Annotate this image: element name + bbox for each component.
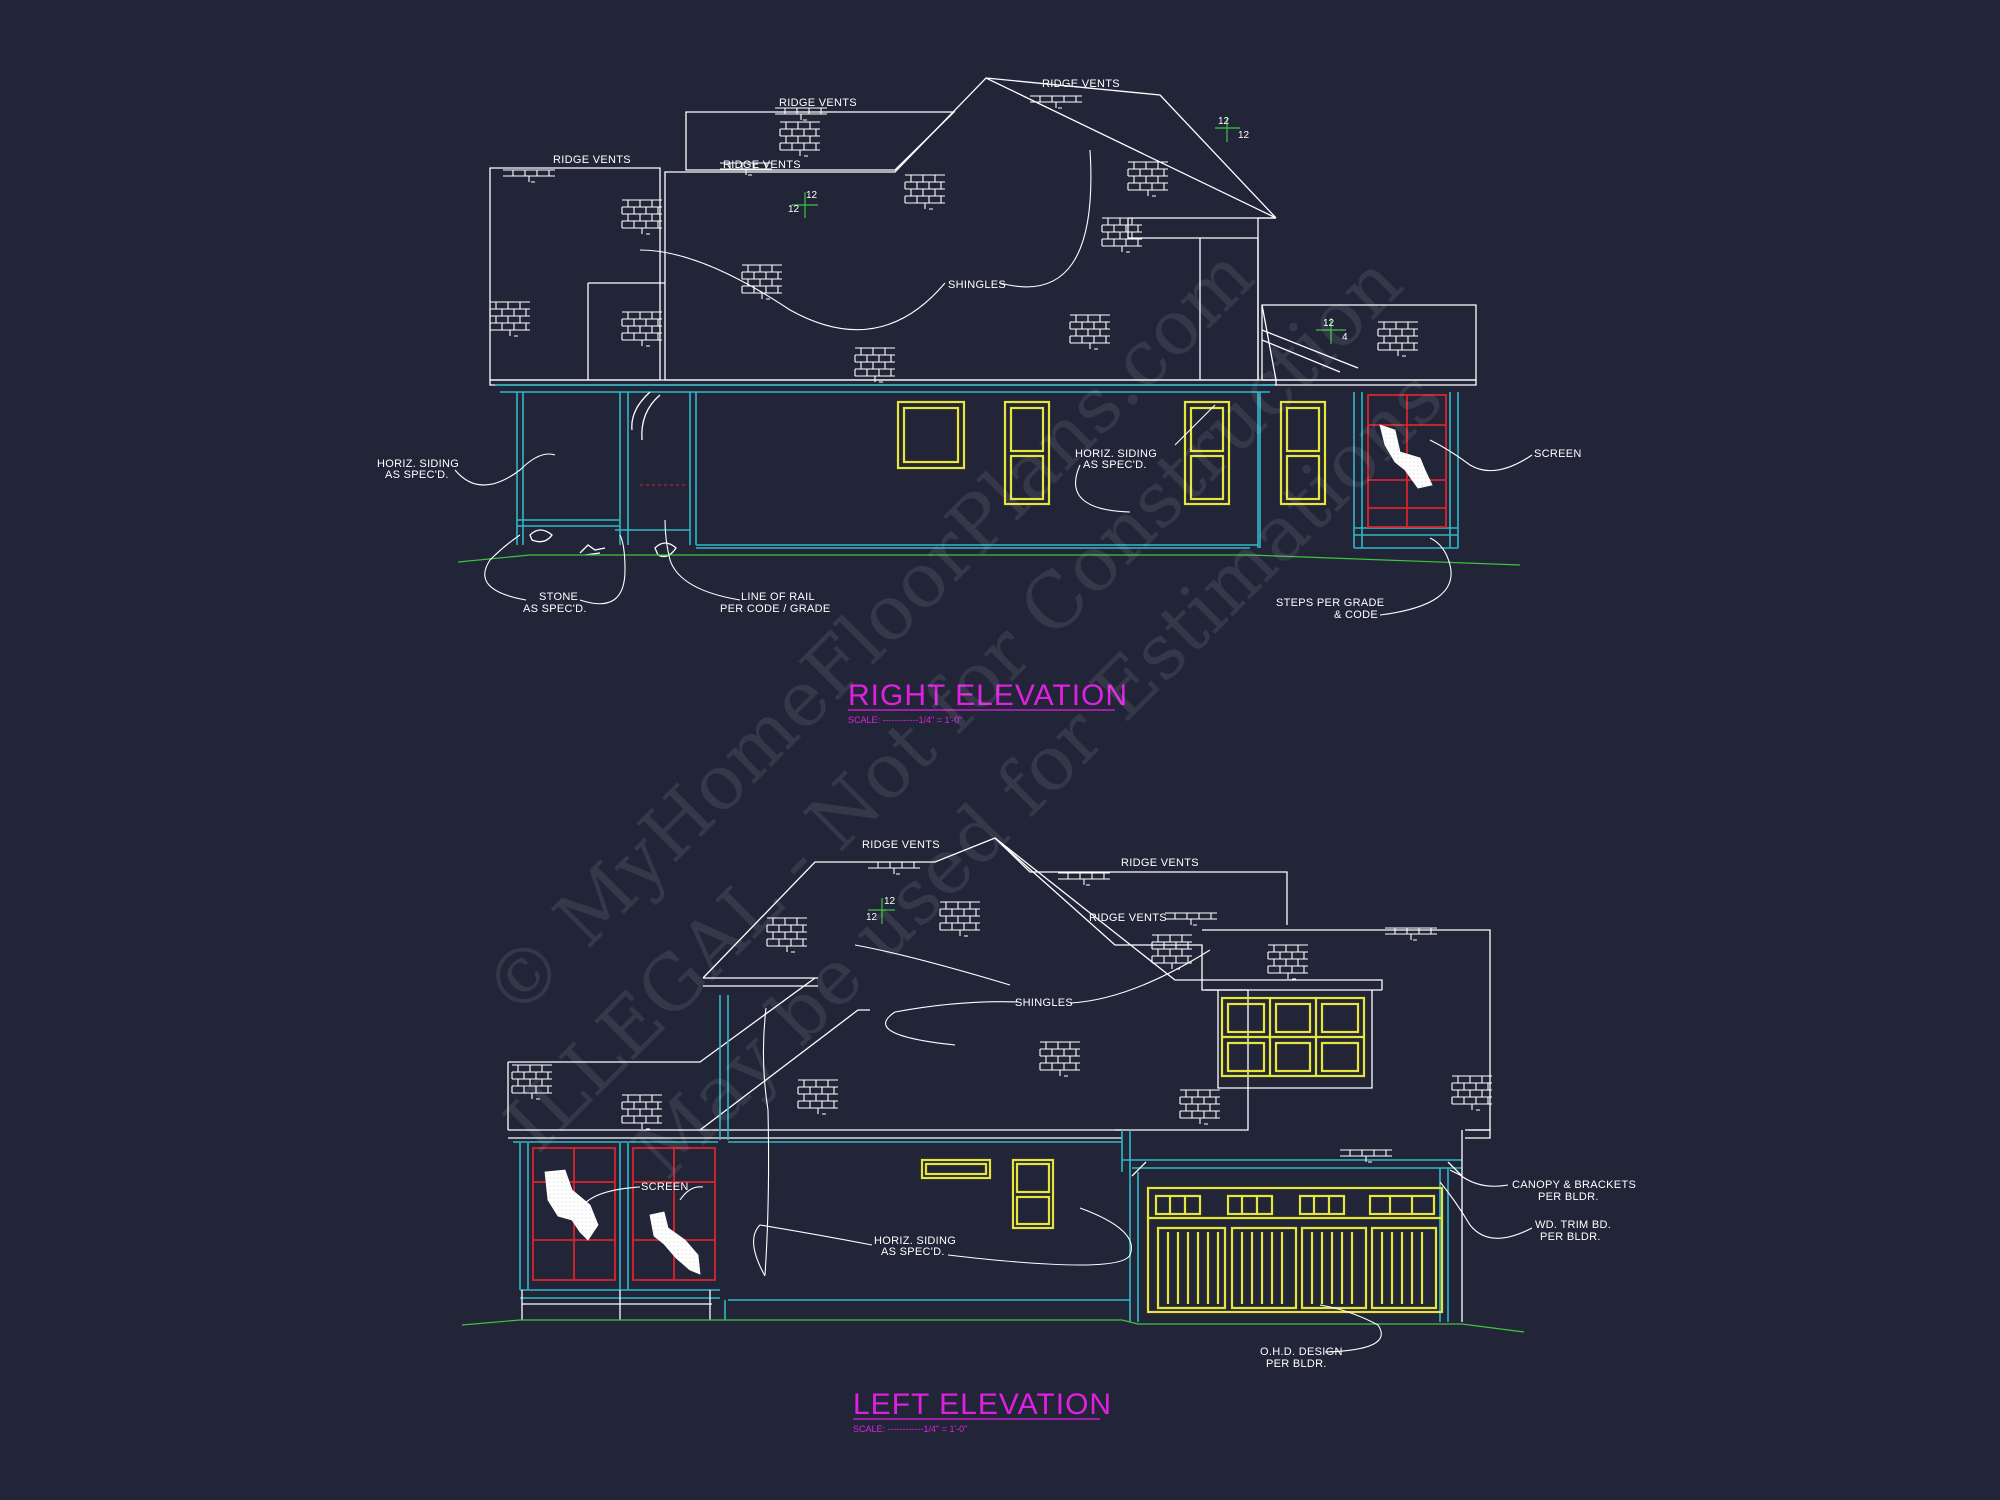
- right-elevation: 12 12 12 12 12 4 RIDGE VENTS RIDGE VENTS: [377, 77, 1582, 725]
- pitch-run: 12: [1238, 130, 1250, 141]
- label-wd-trim-bd: WD. TRIM BD.: [1535, 1219, 1611, 1231]
- right-leaders: [454, 149, 1533, 616]
- label-screen: SCREEN: [1534, 448, 1582, 460]
- label-ridge-vents: RIDGE VENTS: [553, 154, 631, 166]
- watermark-line-2: ILLEGAL - Not for Construction: [487, 237, 1418, 1168]
- label-per-bldr: PER BLDR.: [1540, 1231, 1601, 1243]
- pitch-rise: 12: [884, 896, 896, 907]
- label-and-code: & CODE: [1334, 609, 1378, 621]
- left-garage-door: [1146, 1186, 1444, 1314]
- left-windows: [920, 996, 1366, 1230]
- pitch-rise: 12: [806, 190, 818, 201]
- label-screen: SCREEN: [641, 1181, 689, 1193]
- left-elevation: 12 12 RIDGE VENTS RIDGE VENTS RIDGE VENT…: [461, 837, 1636, 1434]
- left-elevation-scale: SCALE: ------------1/4" = 1'-0": [853, 1424, 967, 1434]
- right-windows: [896, 400, 1327, 506]
- right-elevation-title: RIGHT ELEVATION: [848, 679, 1128, 712]
- label-ridge-vents: RIDGE VENTS: [723, 159, 801, 171]
- right-stone-detail: [529, 529, 677, 558]
- label-ridge-vents: RIDGE VENTS: [1089, 912, 1167, 924]
- label-as-specd: AS SPEC'D.: [1083, 459, 1147, 471]
- label-ridge-vents: RIDGE VENTS: [779, 97, 857, 109]
- label-shingles: SHINGLES: [1015, 997, 1073, 1009]
- label-horiz-siding: HORIZ. SIDING: [1075, 448, 1157, 460]
- label-per-bldr: PER BLDR.: [1538, 1191, 1599, 1203]
- left-roof-outline: [507, 837, 1491, 1139]
- label-horiz-siding: HORIZ. SIDING: [377, 458, 459, 470]
- pitch-run: 12: [788, 204, 800, 215]
- left-pitch-symbol: 12 12: [866, 896, 896, 924]
- pitch-rise: 12: [1323, 318, 1335, 329]
- label-ridge-vents: RIDGE VENTS: [862, 839, 940, 851]
- right-screen-porch: [1367, 394, 1447, 528]
- label-per-code-grade: PER CODE / GRADE: [720, 603, 831, 615]
- left-leaders: [579, 944, 1533, 1353]
- label-canopy-brackets: CANOPY & BRACKETS: [1512, 1179, 1636, 1191]
- left-elevation-title: LEFT ELEVATION: [853, 1388, 1112, 1421]
- label-as-specd: AS SPEC'D.: [385, 469, 449, 481]
- left-grade-line: [461, 1319, 1525, 1333]
- label-per-bldr: PER BLDR.: [1266, 1358, 1327, 1370]
- right-elevation-scale: SCALE: ------------1/4" = 1'-0": [848, 715, 962, 725]
- label-line-of-rail: LINE OF RAIL: [741, 591, 815, 603]
- pitch-run: 12: [866, 912, 878, 923]
- label-shingles: SHINGLES: [948, 279, 1006, 291]
- right-walls: [495, 384, 1459, 549]
- label-ridge-vents: RIDGE VENTS: [1042, 78, 1120, 90]
- left-screen-porch: [532, 1147, 716, 1281]
- label-as-specd: AS SPEC'D.: [523, 603, 587, 615]
- watermark: © MyHomeFloorPlans.com ILLEGAL - Not for…: [466, 230, 1459, 1195]
- label-ohd-design: O.H.D. DESIGN: [1260, 1346, 1343, 1358]
- pitch-run: 4: [1342, 332, 1348, 343]
- right-pitch-symbols: 12 12 12 12 12 4: [788, 116, 1348, 344]
- label-as-specd: AS SPEC'D.: [881, 1246, 945, 1258]
- label-stone: STONE: [539, 591, 578, 603]
- label-ridge-vents: RIDGE VENTS: [1121, 857, 1199, 869]
- label-horiz-siding: HORIZ. SIDING: [874, 1235, 956, 1247]
- pitch-rise: 12: [1218, 116, 1230, 127]
- right-grade-line: [457, 554, 1521, 566]
- left-walls: [513, 995, 1463, 1322]
- label-steps-per-grade: STEPS PER GRADE: [1276, 597, 1384, 609]
